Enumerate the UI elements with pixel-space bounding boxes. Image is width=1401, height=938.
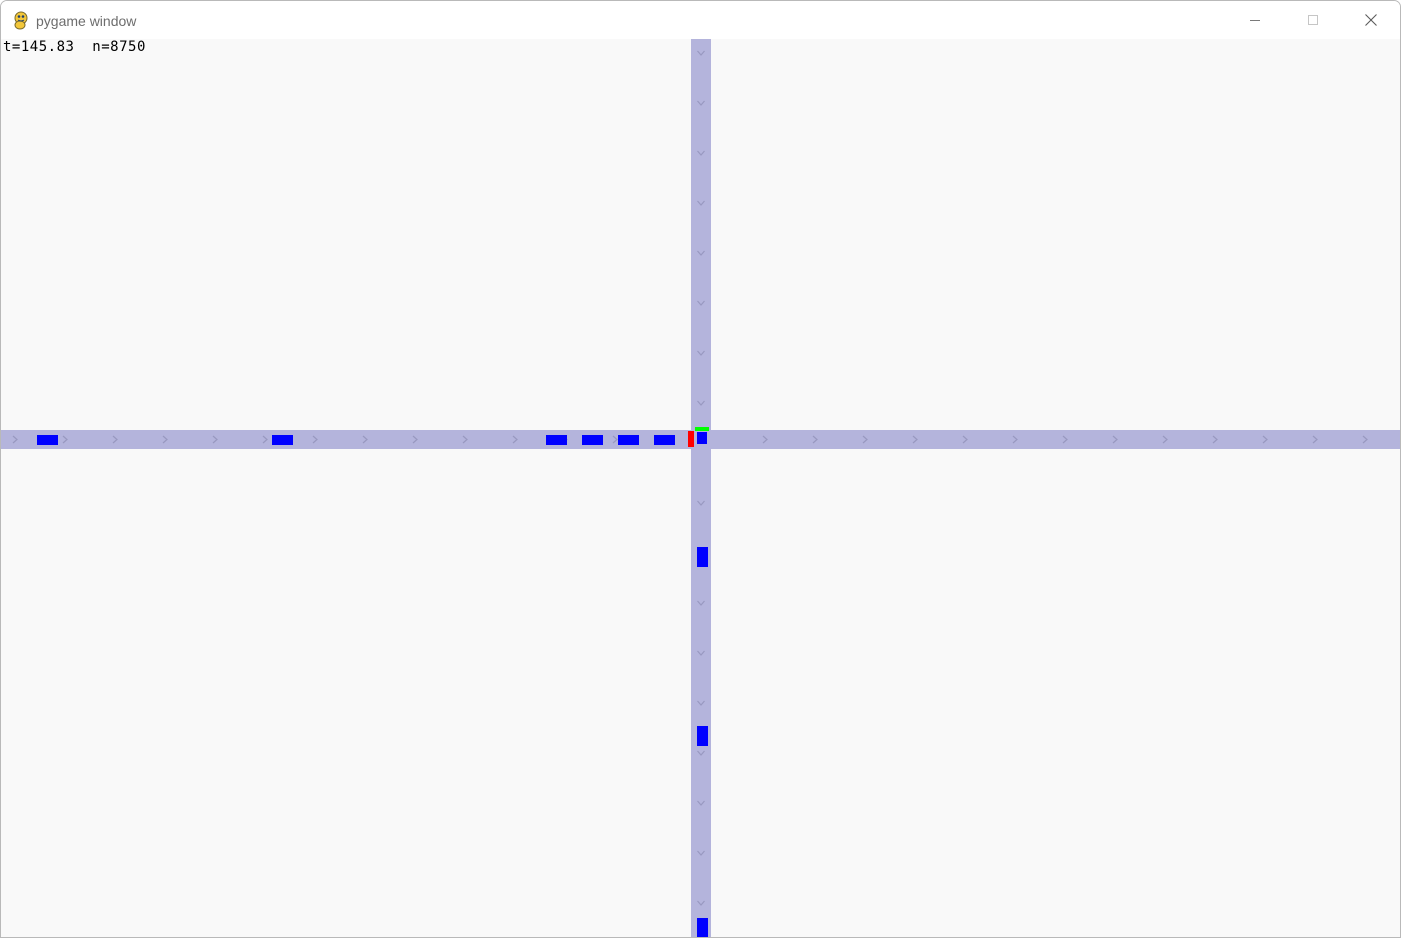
chevron-right-icon	[812, 435, 818, 444]
chevron-right-icon	[12, 435, 18, 444]
chevron-right-icon	[462, 435, 468, 444]
chevron-right-icon	[1362, 435, 1368, 444]
chevron-right-icon	[1262, 435, 1268, 444]
hud-status: t=145.83 n=8750	[3, 39, 146, 56]
vehicle-count-readout: n=8750	[92, 39, 146, 55]
chevron-right-icon	[1012, 435, 1018, 444]
simulation-canvas[interactable]: t=145.83 n=8750	[1, 39, 1400, 937]
chevron-down-icon	[697, 750, 705, 756]
chevron-right-icon	[262, 435, 268, 444]
chevron-right-icon	[212, 435, 218, 444]
signal-westbound-approach	[688, 431, 694, 447]
chevron-down-icon	[697, 650, 705, 656]
chevron-down-icon	[697, 500, 705, 506]
chevron-right-icon	[612, 435, 618, 444]
chevron-right-icon	[762, 435, 768, 444]
chevron-down-icon	[697, 50, 705, 56]
chevron-right-icon	[62, 435, 68, 444]
chevron-right-icon	[1062, 435, 1068, 444]
vehicle-southbound	[697, 918, 708, 937]
minimize-icon	[1250, 20, 1260, 21]
vehicle-eastbound	[37, 435, 58, 445]
chevron-down-icon	[697, 100, 705, 106]
window-title: pygame window	[36, 13, 137, 29]
vehicle-eastbound	[582, 435, 603, 445]
chevron-right-icon	[312, 435, 318, 444]
chevron-right-icon	[1112, 435, 1118, 444]
chevron-right-icon	[962, 435, 968, 444]
maximize-button[interactable]	[1284, 1, 1342, 39]
vertical-road-arrows	[697, 50, 705, 906]
chevron-right-icon	[862, 435, 868, 444]
time-readout: t=145.83	[3, 39, 75, 55]
vehicle-southbound	[697, 726, 708, 746]
pygame-snake-icon	[14, 11, 28, 30]
chevron-right-icon	[912, 435, 918, 444]
traffic-scene	[1, 39, 1400, 937]
chevron-right-icon	[1162, 435, 1168, 444]
minimize-button[interactable]	[1226, 1, 1284, 39]
chevron-down-icon	[697, 250, 705, 256]
close-button[interactable]	[1342, 1, 1400, 39]
chevron-right-icon	[112, 435, 118, 444]
signal-northbound-approach	[695, 427, 709, 431]
maximize-icon	[1308, 15, 1318, 25]
vertical-road	[691, 39, 711, 937]
vehicle-southbound	[697, 432, 707, 444]
chevron-right-icon	[412, 435, 418, 444]
title-bar[interactable]: pygame window	[1, 1, 1400, 39]
chevron-right-icon	[162, 435, 168, 444]
chevron-down-icon	[697, 400, 705, 406]
chevron-down-icon	[697, 700, 705, 706]
vehicle-eastbound	[272, 435, 293, 445]
chevron-down-icon	[697, 900, 705, 906]
vehicles	[37, 432, 708, 937]
chevron-right-icon	[362, 435, 368, 444]
chevron-down-icon	[697, 850, 705, 856]
chevron-down-icon	[697, 200, 705, 206]
chevron-right-icon	[512, 435, 518, 444]
chevron-right-icon	[1212, 435, 1218, 444]
chevron-right-icon	[1312, 435, 1318, 444]
chevron-down-icon	[697, 600, 705, 606]
close-icon	[1365, 14, 1377, 26]
chevron-down-icon	[697, 800, 705, 806]
vehicle-southbound	[697, 547, 708, 567]
vehicle-eastbound	[654, 435, 675, 445]
vehicle-eastbound	[618, 435, 639, 445]
chevron-down-icon	[697, 300, 705, 306]
horizontal-road-arrows	[12, 435, 1368, 444]
chevron-down-icon	[697, 150, 705, 156]
chevron-down-icon	[697, 350, 705, 356]
vehicle-eastbound	[546, 435, 567, 445]
